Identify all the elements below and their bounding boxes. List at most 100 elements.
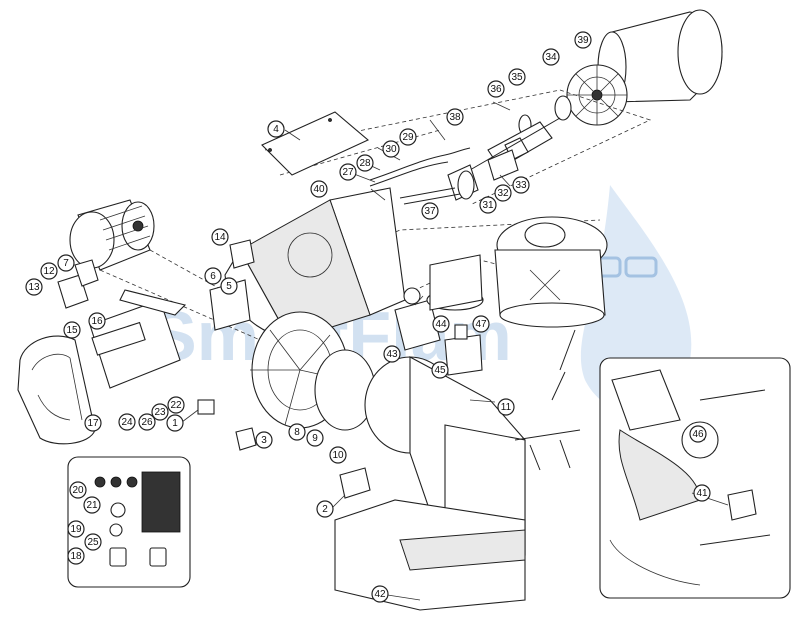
- part-air-inlet-duct: [334, 499, 526, 611]
- part-photocell: [197, 399, 215, 415]
- part-transformer: [229, 239, 255, 269]
- callout-label: 44: [435, 319, 447, 330]
- part-nozzle-holder: [447, 149, 519, 201]
- callout-label: 25: [87, 537, 99, 548]
- callout-22: 22: [167, 396, 185, 414]
- callout-label: 23: [154, 407, 166, 418]
- part-control-panel: [89, 289, 187, 389]
- callout-label: 5: [226, 281, 232, 292]
- callout-16: 16: [88, 312, 106, 330]
- callout-10: 10: [329, 446, 347, 464]
- callout-label: 14: [214, 232, 226, 243]
- callout-label: 20: [72, 485, 84, 496]
- callout-label: 21: [86, 500, 98, 511]
- callout-layer: 1234567891011121314151617181920212223242…: [25, 31, 711, 603]
- callout-25: 25: [84, 533, 102, 551]
- part-front-cover: [17, 335, 96, 445]
- callout-26: 26: [138, 413, 156, 431]
- callout-45: 45: [431, 361, 449, 379]
- callout-24: 24: [118, 413, 136, 431]
- callout-28: 28: [356, 154, 374, 172]
- part-rod: [551, 329, 576, 401]
- ignition-cable: [369, 147, 471, 181]
- part-capacitor: [57, 274, 89, 309]
- callout-label: 35: [511, 72, 523, 83]
- callout-41: 41: [693, 484, 711, 502]
- part-burner-housing: [224, 187, 406, 341]
- callout-27: 27: [339, 163, 357, 181]
- callout-37: 37: [421, 202, 439, 220]
- part-gas-valve: [426, 254, 484, 376]
- callout-29: 29: [399, 128, 417, 146]
- callout-label: 26: [141, 417, 153, 428]
- callout-44: 44: [432, 315, 450, 333]
- callout-32: 32: [494, 184, 512, 202]
- part-fan-impeller: [250, 311, 376, 431]
- callout-31: 31: [479, 196, 497, 214]
- callout-label: 18: [70, 551, 82, 562]
- part-electrode: [339, 467, 371, 499]
- callout-label: 34: [545, 52, 557, 63]
- part-electric-motor: [69, 199, 155, 271]
- callout-label: 42: [374, 589, 386, 600]
- watermark-flame-logo: [580, 185, 692, 413]
- callout-label: 19: [70, 524, 82, 535]
- callout-label: 9: [312, 433, 318, 444]
- part-cover-plate: [261, 111, 370, 176]
- callout-label: 11: [501, 402, 512, 413]
- callout-label: 27: [342, 167, 354, 178]
- callout-35: 35: [508, 68, 526, 86]
- callout-label: 16: [91, 316, 103, 327]
- callout-label: 29: [402, 132, 414, 143]
- callout-label: 43: [386, 349, 398, 360]
- callout-34: 34: [542, 48, 560, 66]
- callout-label: 47: [475, 319, 487, 330]
- inset-gas-train-detail: [599, 357, 791, 599]
- callout-label: 2: [322, 504, 328, 515]
- callout-label: 3: [261, 435, 267, 446]
- callout-label: 8: [294, 427, 300, 438]
- callout-23: 23: [151, 403, 169, 421]
- part-flange-assembly: [494, 216, 608, 328]
- callout-1: 1: [166, 414, 184, 432]
- callout-label: 37: [424, 206, 436, 217]
- callout-label: 7: [63, 258, 69, 269]
- callout-4: 4: [267, 120, 285, 138]
- part-relay: [235, 427, 257, 451]
- callout-3: 3: [255, 431, 273, 449]
- callout-19: 19: [67, 520, 85, 538]
- callout-label: 41: [696, 488, 708, 499]
- callout-13: 13: [25, 278, 43, 296]
- callout-40: 40: [310, 180, 328, 198]
- callout-15: 15: [63, 321, 81, 339]
- callout-20: 20: [69, 481, 87, 499]
- callout-21: 21: [83, 496, 101, 514]
- callout-11: 11: [497, 398, 515, 416]
- callout-5: 5: [220, 277, 238, 295]
- callout-17: 17: [84, 414, 102, 432]
- callout-label: 30: [385, 144, 397, 155]
- callout-33: 33: [512, 176, 530, 194]
- callout-30: 30: [382, 140, 400, 158]
- callout-label: 17: [87, 418, 99, 429]
- callout-label: 22: [170, 400, 182, 411]
- callout-label: 15: [66, 325, 78, 336]
- callout-label: 6: [210, 271, 216, 282]
- callout-14: 14: [211, 228, 229, 246]
- callout-38: 38: [446, 108, 464, 126]
- callout-label: 32: [497, 188, 509, 199]
- callout-label: 33: [515, 180, 527, 191]
- callout-label: 38: [449, 112, 461, 123]
- callout-label: 13: [28, 282, 40, 293]
- callout-label: 10: [332, 450, 344, 461]
- part-diffuser-disc: [566, 64, 628, 126]
- callout-label: 40: [313, 184, 325, 195]
- callout-39: 39: [574, 31, 592, 49]
- callout-42: 42: [371, 585, 389, 603]
- part-fuel-pump: [394, 287, 441, 351]
- callout-36: 36: [487, 80, 505, 98]
- callout-label: 24: [121, 417, 133, 428]
- callout-43: 43: [383, 345, 401, 363]
- callout-label: 45: [434, 365, 446, 376]
